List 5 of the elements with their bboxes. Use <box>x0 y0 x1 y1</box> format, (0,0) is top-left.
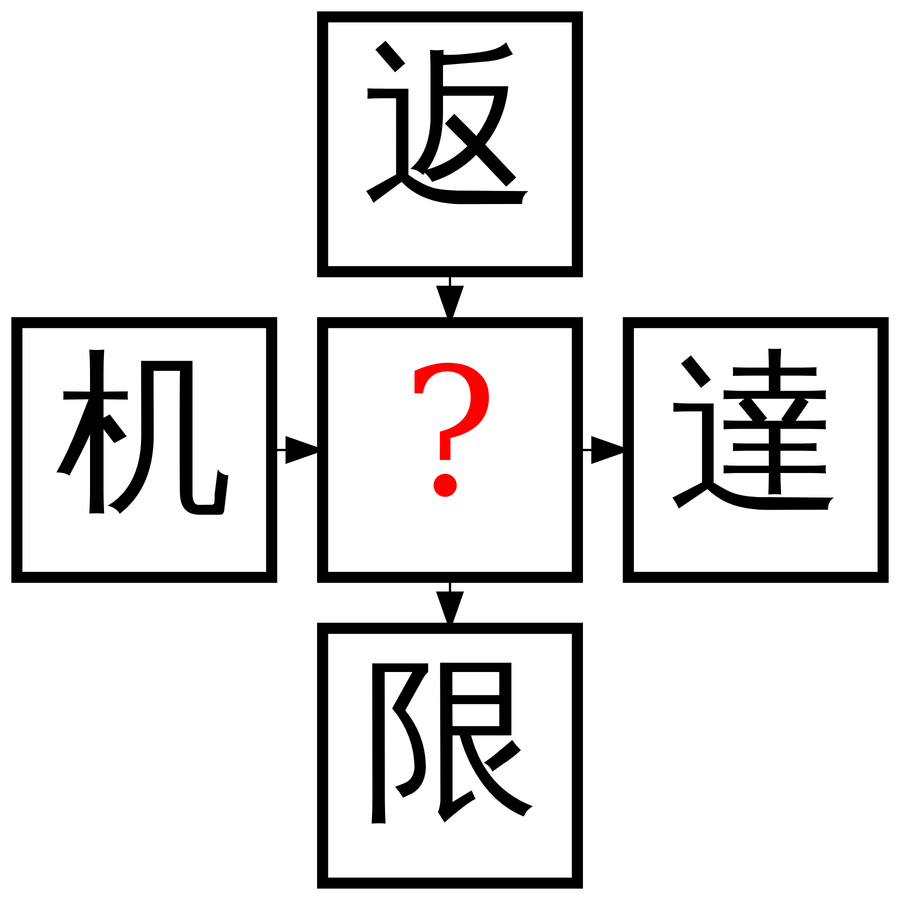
node-box: 返 <box>317 11 583 278</box>
node-box: 達 <box>622 317 889 583</box>
node-box: 限 <box>317 622 583 889</box>
node-box: ? <box>317 317 583 583</box>
node-box: 机 <box>11 317 278 583</box>
